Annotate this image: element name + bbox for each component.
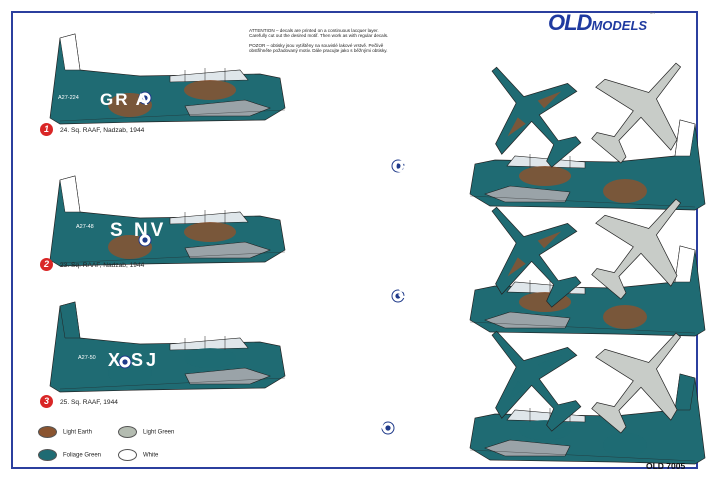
- roundels: [118, 91, 405, 435]
- sheet-frame: [11, 11, 698, 469]
- legend-white: White: [118, 449, 158, 461]
- scheme3-serial-right: A27-51: [448, 424, 466, 430]
- swatch-light-earth: [38, 426, 57, 438]
- scheme2-codes-left: S NV: [110, 220, 167, 241]
- brand-word-models: MODELS: [591, 18, 648, 33]
- brand-word-old: OLD: [548, 10, 592, 35]
- product-code: OLD 7005: [646, 461, 686, 471]
- scheme3-codes-left: X SJ: [108, 350, 160, 370]
- scheme1-codes-right: A GR: [373, 157, 423, 176]
- swatch-light-green: [118, 426, 137, 438]
- scheme3-codes-right: SJ X: [339, 416, 391, 436]
- scheme1-serial-right: A27-220: [440, 159, 461, 165]
- note-cz-line2: obstřihněte požadovaný motiv. Dále pracu…: [249, 48, 388, 54]
- scheme2-number-badge: 2: [40, 258, 53, 271]
- legend-light-green: Light Green: [118, 426, 174, 438]
- scheme1-caption: 24. Sq. RAAF, Nadzab, 1944: [60, 127, 145, 134]
- legend-foliage-green: Foliage Green: [38, 449, 101, 461]
- note-en-line1: ATTENTION – decals are printed on a cont…: [249, 28, 379, 33]
- scheme1-serial-left: A27-224: [58, 95, 79, 101]
- scheme3-number-badge: 3: [40, 395, 53, 408]
- scheme3-serial-left: A27-50: [78, 355, 96, 361]
- legend-light-earth: Light Earth: [38, 426, 92, 438]
- note-cz-line1: POZOR – obtisky jsou vytištěny na souvis…: [249, 42, 384, 48]
- scheme2-serial-left: A27-48: [76, 224, 94, 230]
- scheme2-right-profile: [469, 245, 706, 337]
- scheme1-codes-left: GR A: [100, 90, 150, 109]
- brand-logo: OLDMODELStm: [548, 10, 655, 36]
- notes-block: ATTENTION – decals are printed on a cont…: [249, 28, 388, 54]
- scheme2-serial-right: A27-48: [448, 290, 466, 296]
- note-en-line2: Carefully cut out the desired motif. The…: [249, 33, 389, 39]
- scheme2-left-profile: [49, 175, 286, 267]
- scheme3-caption: 25. Sq. RAAF, 1944: [60, 399, 118, 406]
- scheme2-codes-right: NV S: [357, 282, 414, 303]
- scheme3-left-profile: [49, 301, 286, 393]
- scheme2-caption: 23. Sq. RAAF, Nadzab, 1944: [60, 262, 145, 269]
- swatch-white: [118, 449, 137, 461]
- swatch-foliage-green: [38, 449, 57, 461]
- brand-registered: tm: [650, 10, 655, 15]
- scheme1-left-profile: [49, 33, 286, 125]
- scheme1-number-badge: 1: [40, 123, 53, 136]
